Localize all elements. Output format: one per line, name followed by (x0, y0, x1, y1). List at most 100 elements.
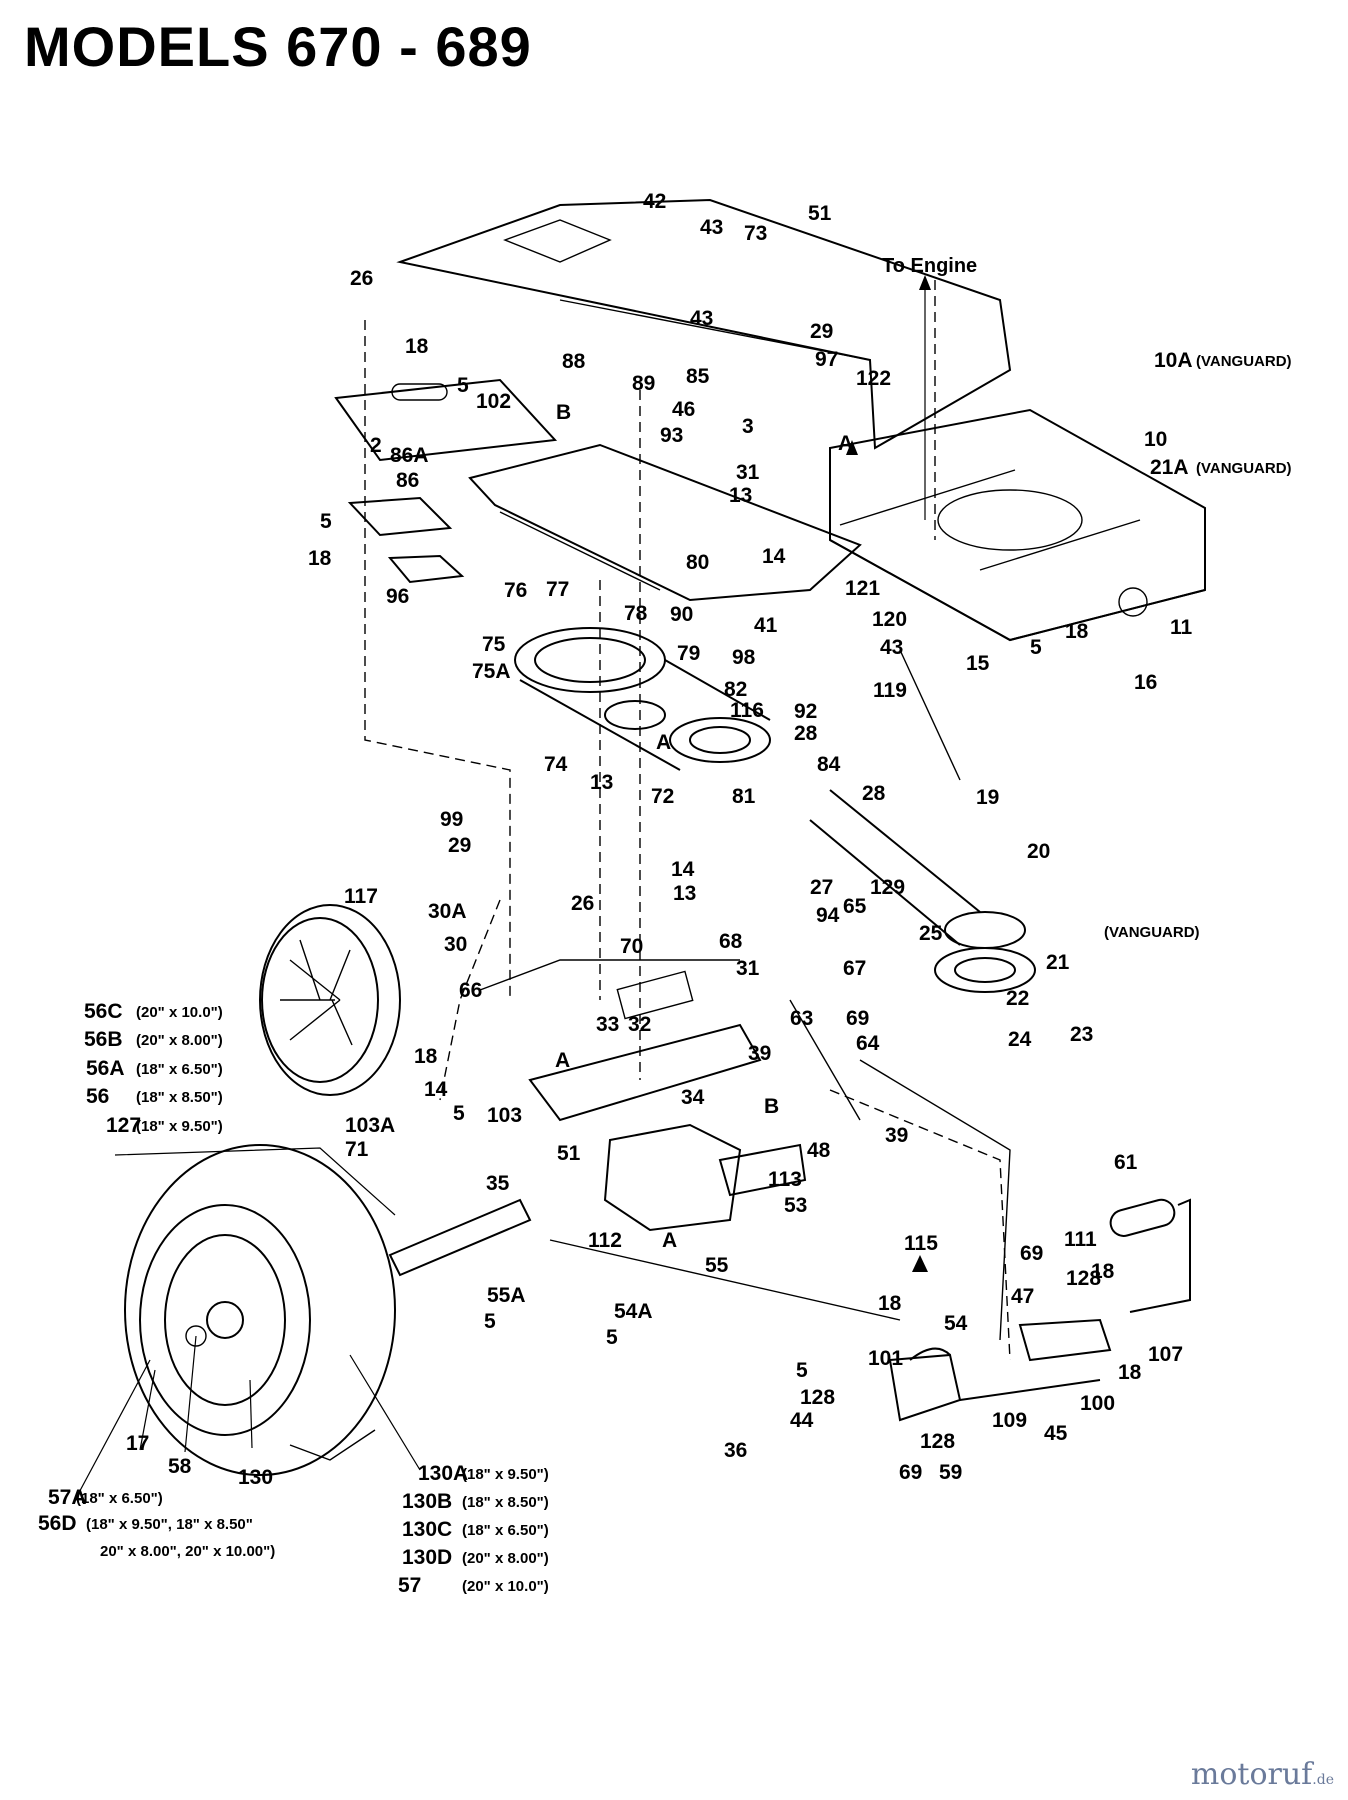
part-label: 69 (899, 1461, 922, 1484)
part-label: 59 (939, 1461, 962, 1484)
part-label: 130B (402, 1490, 452, 1513)
pulley-belt-right (809, 649, 1036, 993)
size-label: (20" x 8.00") (136, 1032, 223, 1049)
part-label: 29 (810, 320, 833, 343)
part-label: 20 (1027, 840, 1050, 863)
part-label: 128 (1066, 1267, 1101, 1290)
part-label: 5 (457, 374, 469, 397)
part-label: 2 (370, 434, 382, 457)
part-label: 27 (810, 876, 833, 899)
part-label: 130D (402, 1546, 452, 1569)
part-label: 45 (1044, 1422, 1068, 1445)
part-label: 115 (904, 1232, 938, 1255)
part-label: 128 (920, 1430, 955, 1453)
part-label: 47 (1011, 1285, 1034, 1308)
part-label: 35 (486, 1172, 510, 1195)
watermark-logo: motoruf.de (1190, 1757, 1334, 1792)
part-label: 58 (168, 1455, 192, 1478)
part-label: 84 (817, 753, 841, 776)
part-label: 22 (1006, 987, 1029, 1010)
diagram-title: MODELS 670 - 689 (24, 15, 532, 78)
part-label: 96 (386, 585, 409, 608)
part-label: 81 (732, 785, 756, 808)
part-label: 109 (992, 1409, 1027, 1432)
part-label: 69 (846, 1007, 869, 1030)
part-label: 29 (448, 834, 471, 857)
to-engine-label: To Engine (882, 255, 977, 277)
part-label: 10 (1144, 428, 1167, 451)
dashed-alignment-lines (364, 280, 1011, 1361)
part-label: 107 (1148, 1343, 1183, 1366)
part-label: 32 (628, 1013, 651, 1036)
part-label: 79 (677, 642, 700, 665)
rods-and-cables (479, 959, 1011, 1341)
part-label: A (662, 1229, 677, 1252)
part-label: B (556, 401, 571, 424)
part-label: 5 (484, 1310, 496, 1333)
left-mount-bracket (334, 378, 558, 462)
part-label: 18 (878, 1292, 902, 1315)
part-label: 119 (873, 679, 907, 702)
part-label: 90 (670, 603, 693, 626)
part-label: 93 (660, 424, 683, 447)
part-label: 121 (845, 577, 880, 600)
part-label: 15 (966, 652, 990, 675)
part-label: 68 (719, 930, 743, 953)
footrest-plate (468, 443, 862, 602)
brackets-86 (347, 496, 465, 584)
part-label: 88 (562, 350, 586, 373)
part-label: 112 (588, 1229, 622, 1252)
part-label: 54A (614, 1300, 653, 1323)
shift-lever-48 (1109, 1198, 1191, 1313)
part-label: 102 (476, 390, 511, 413)
part-label: 56D (38, 1512, 77, 1535)
part-label: 51 (808, 202, 832, 225)
part-label: 21A (1150, 456, 1189, 479)
part-label: 5 (453, 1102, 465, 1125)
part-label: 117 (344, 885, 378, 908)
part-label: 63 (790, 1007, 813, 1030)
size-label: (18" x 6.50") (136, 1061, 223, 1078)
size-label: (20" x 10.0") (462, 1578, 549, 1595)
part-label: 82 (724, 678, 747, 701)
part-label: 64 (856, 1032, 880, 1055)
part-label: 14 (671, 858, 695, 881)
part-label: 26 (350, 267, 373, 290)
part-label: 99 (440, 808, 463, 831)
part-label: 31 (736, 957, 760, 980)
part-label: 17 (126, 1432, 149, 1455)
part-label: 39 (748, 1042, 771, 1065)
part-label: 25 (919, 922, 943, 945)
transaxle (388, 970, 807, 1277)
part-label: 101 (868, 1347, 903, 1370)
part-label: 28 (862, 782, 886, 805)
part-label: 130A (418, 1462, 468, 1485)
size-label: (18" x 9.50", 18" x 8.50" (86, 1516, 253, 1533)
size-label: (18" x 9.50") (462, 1466, 549, 1483)
part-label: 10A (1154, 349, 1193, 372)
part-label: 24 (1008, 1028, 1032, 1051)
part-label: 55A (487, 1284, 526, 1307)
size-label: (18" x 6.50") (462, 1522, 549, 1539)
part-label: 86A (390, 444, 429, 467)
part-label: 57 (398, 1574, 421, 1597)
size-label: 20" x 8.00", 20" x 10.00") (100, 1543, 275, 1560)
part-label: 56A (86, 1057, 125, 1080)
part-label: 5 (1030, 636, 1042, 659)
part-label: 44 (790, 1409, 814, 1432)
part-label: 77 (546, 578, 569, 601)
part-label: 53 (784, 1194, 807, 1217)
part-label: 43 (690, 307, 713, 330)
part-label: 78 (624, 602, 648, 625)
part-label: 67 (843, 957, 866, 980)
part-label: 14 (424, 1078, 448, 1101)
part-label: 30A (428, 900, 467, 923)
to-engine-arrow (919, 275, 931, 520)
part-label: 33 (596, 1013, 619, 1036)
part-label: 103A (345, 1114, 395, 1137)
part-label: 66 (459, 979, 482, 1002)
part-label: 30 (444, 933, 467, 956)
part-label: 3 (742, 415, 754, 438)
part-label: 23 (1070, 1023, 1093, 1046)
main-frame (829, 408, 1206, 642)
